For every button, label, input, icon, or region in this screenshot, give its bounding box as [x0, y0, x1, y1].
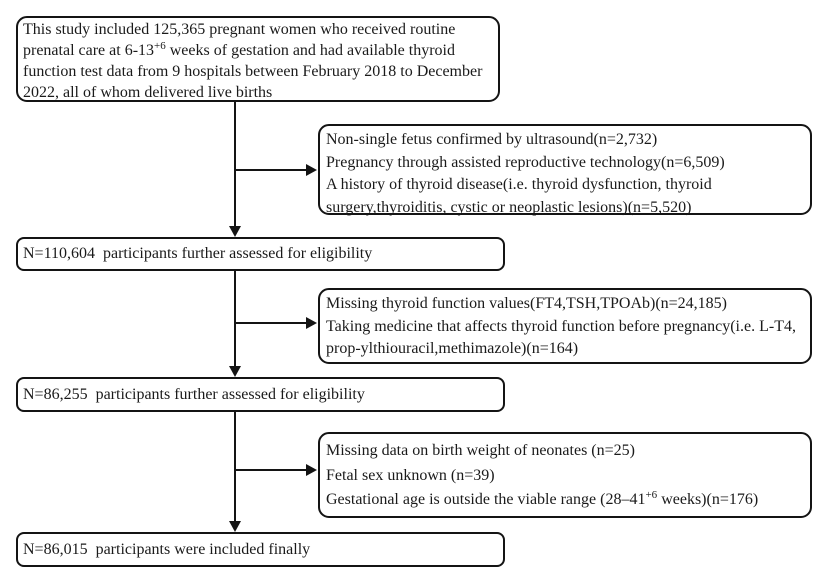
box-eligible-86255: N=86,255 participants further assessed f… — [16, 377, 505, 412]
box-excluded-2: Missing thyroid function values(FT4,TSH,… — [318, 288, 812, 364]
excluded-1-line-3: A history of thyroid disease(i.e. thyroi… — [326, 176, 712, 216]
study-population-text: This study included 125,365 pregnant wom… — [23, 21, 456, 59]
down-arrow-3-icon — [229, 521, 241, 532]
connector-branch-1 — [235, 169, 307, 171]
study-population-text-cont: weeks of gestation and had available thy… — [23, 42, 483, 101]
excluded-3-line-3-text: Gestational age is outside the viable ra… — [326, 491, 646, 508]
down-arrow-1-icon — [229, 226, 241, 237]
connector-branch-3 — [235, 469, 307, 471]
excluded-2-line-2: Taking medicine that affects thyroid fun… — [326, 317, 796, 358]
connector-vertical-2 — [234, 271, 236, 368]
excluded-3-line-3-text-cont: weeks)(n=176) — [657, 491, 759, 508]
excluded-1-line-2: Pregnancy through assisted reproductive … — [326, 153, 725, 171]
box-excluded-3: Missing data on birth weight of neonates… — [318, 432, 812, 518]
connector-vertical-3 — [234, 412, 236, 523]
final-included-text: N=86,015 participants were included fina… — [23, 540, 311, 558]
excluded-3-line-2: Fetal sex unknown (n=39) — [326, 466, 495, 484]
right-arrow-3-icon — [306, 464, 317, 476]
box-eligible-110604: N=110,604 participants further assessed … — [16, 237, 505, 271]
eligible-86255-text: N=86,255 participants further assessed f… — [23, 385, 365, 403]
connector-vertical-1 — [234, 102, 236, 228]
connector-branch-2 — [235, 322, 307, 324]
excluded-3-line-3: Gestational age is outside the viable ra… — [326, 488, 805, 513]
gestational-range-superscript: +6 — [645, 489, 658, 501]
box-study-population: This study included 125,365 pregnant wom… — [16, 16, 500, 102]
excluded-2-line-1: Missing thyroid function values(FT4,TSH,… — [326, 295, 727, 312]
box-excluded-1: Non-single fetus confirmed by ultrasound… — [318, 124, 812, 216]
box-final-included: N=86,015 participants were included fina… — [16, 532, 505, 567]
gestation-superscript: +6 — [154, 40, 166, 52]
right-arrow-1-icon — [306, 164, 317, 176]
down-arrow-2-icon — [229, 366, 241, 377]
excluded-3-line-1: Missing data on birth weight of neonates… — [326, 442, 635, 459]
eligible-110604-text: N=110,604 participants further assessed … — [23, 245, 373, 262]
right-arrow-2-icon — [306, 317, 317, 329]
excluded-1-line-1: Non-single fetus confirmed by ultrasound… — [326, 131, 658, 148]
